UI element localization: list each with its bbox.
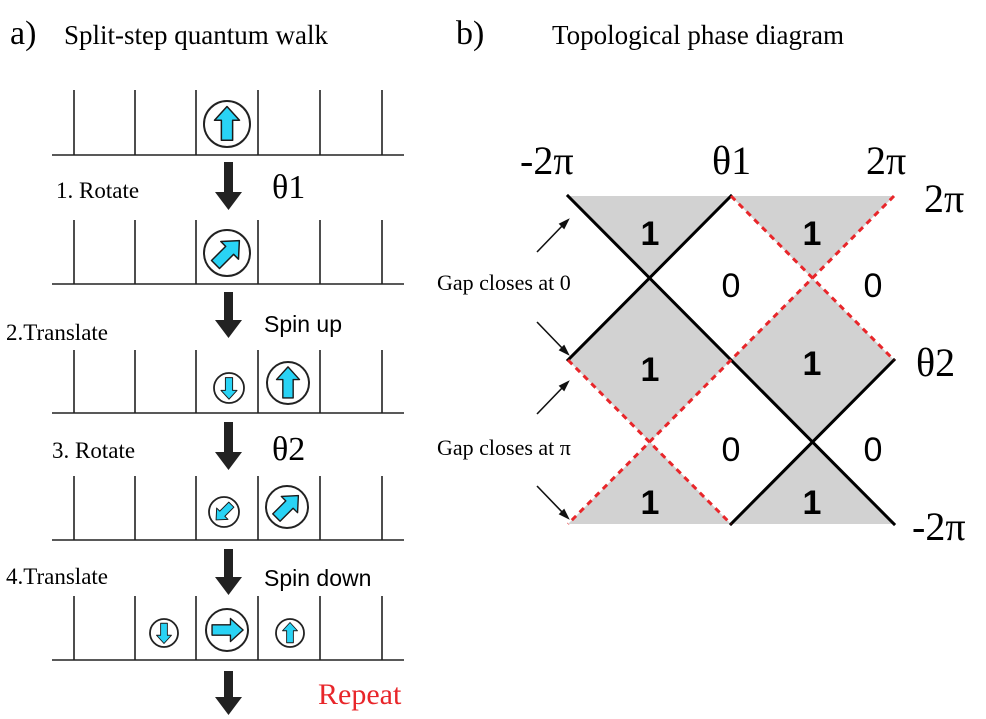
step-3-param: θ2: [272, 431, 305, 468]
region-label: 1: [803, 215, 822, 253]
region-label: 1: [641, 484, 660, 522]
region-label: 0: [722, 267, 741, 305]
step-1-param: θ1: [272, 169, 305, 206]
lattice-row-3: [52, 350, 404, 414]
lattice-row-4: [52, 476, 404, 541]
region-label: 0: [722, 431, 741, 469]
step-arrow-3: [215, 422, 242, 470]
panel-a: a) Split-step quantum walk 1. Rotate θ1: [6, 15, 404, 715]
annotation-pointers: [536, 218, 570, 520]
spin-rotated-large: [265, 485, 309, 529]
region-label: 1: [803, 345, 822, 383]
spin-state-up: [203, 100, 251, 148]
axis-label-theta2: θ2: [916, 340, 955, 385]
phase-region-labels: 1 1 0 0 1 1 0 0 1 1: [641, 215, 883, 522]
region-label: 1: [641, 351, 660, 389]
region-label: 1: [641, 215, 660, 253]
panel-b-title: Topological phase diagram: [552, 20, 844, 50]
annotation-gap-pi: Gap closes at π: [437, 435, 571, 460]
axis-label-left: -2π: [520, 138, 574, 183]
panel-b: b) Topological phase diagram 1 1 0: [437, 15, 966, 549]
repeat-label: Repeat: [318, 678, 402, 711]
axis-label-bottom: -2π: [912, 504, 966, 549]
lattice-row-1: [52, 90, 404, 156]
step-3-label: 3. Rotate: [52, 438, 135, 463]
panel-a-label: a): [10, 15, 36, 52]
gap-boundary-dashed: [566, 194, 896, 526]
axis-label-top: 2π: [924, 176, 964, 221]
spin-rotated-small: [208, 496, 240, 528]
spin-state-rotated: [203, 229, 251, 277]
region-label: 0: [864, 431, 883, 469]
annotation-gap-zero: Gap closes at 0: [437, 270, 571, 295]
spin-up-right: [275, 618, 305, 648]
step-arrow-4: [215, 549, 242, 595]
top-axis-labels: -2π θ1 2π: [520, 138, 906, 183]
region-label: 1: [803, 484, 822, 522]
repeat-arrow: [215, 671, 242, 715]
axis-label-right: 2π: [866, 138, 906, 183]
step-arrow-1: [215, 162, 242, 210]
spin-down-small: [213, 372, 245, 404]
lattice-row-2: [52, 220, 404, 285]
step-4-label: 4.Translate: [6, 564, 108, 589]
step-arrow-2: [215, 292, 242, 338]
panel-b-label: b): [456, 15, 484, 52]
lattice-row-5: [52, 596, 404, 661]
region-label: 0: [864, 267, 883, 305]
spin-right-center: [205, 608, 249, 652]
spin-down-left: [149, 618, 179, 648]
step-2-label: 2.Translate: [6, 320, 108, 345]
panel-a-title: Split-step quantum walk: [64, 20, 328, 50]
right-axis-labels: 2π θ2 -2π: [912, 176, 966, 549]
step-4-param: Spin down: [264, 565, 371, 591]
axis-label-theta1: θ1: [712, 138, 751, 183]
step-1-label: 1. Rotate: [56, 178, 139, 203]
step-2-param: Spin up: [264, 311, 342, 337]
spin-up-shifted: [266, 361, 310, 405]
